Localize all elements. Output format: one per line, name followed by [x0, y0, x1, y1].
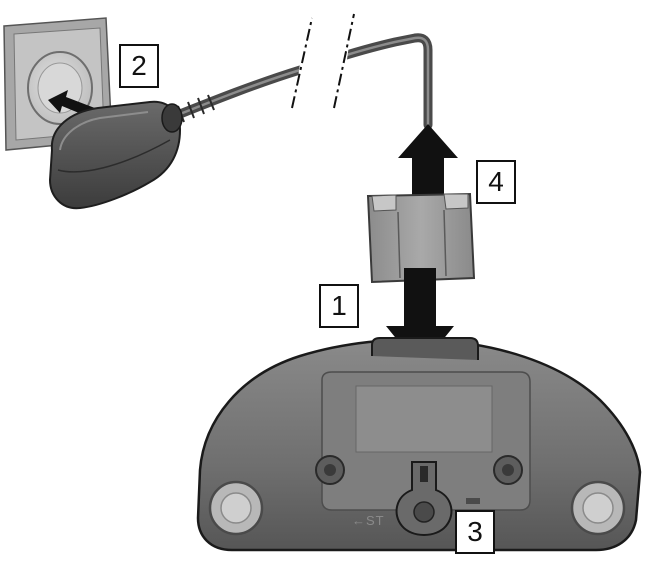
cable-break-icon	[292, 14, 354, 113]
screw-boss-right	[494, 456, 522, 484]
base-marking-label: ←ST	[352, 513, 385, 528]
power-adapter-icon	[50, 102, 182, 208]
rubber-foot-left	[210, 482, 262, 534]
step-3-callout: 3	[455, 510, 495, 554]
step-1-callout: 1	[319, 284, 359, 328]
step-2-callout: 2	[119, 44, 159, 88]
screw-boss-left	[316, 456, 344, 484]
rubber-foot-right	[572, 482, 624, 534]
step-4-callout: 4	[476, 160, 516, 204]
base-station-icon	[198, 338, 640, 550]
